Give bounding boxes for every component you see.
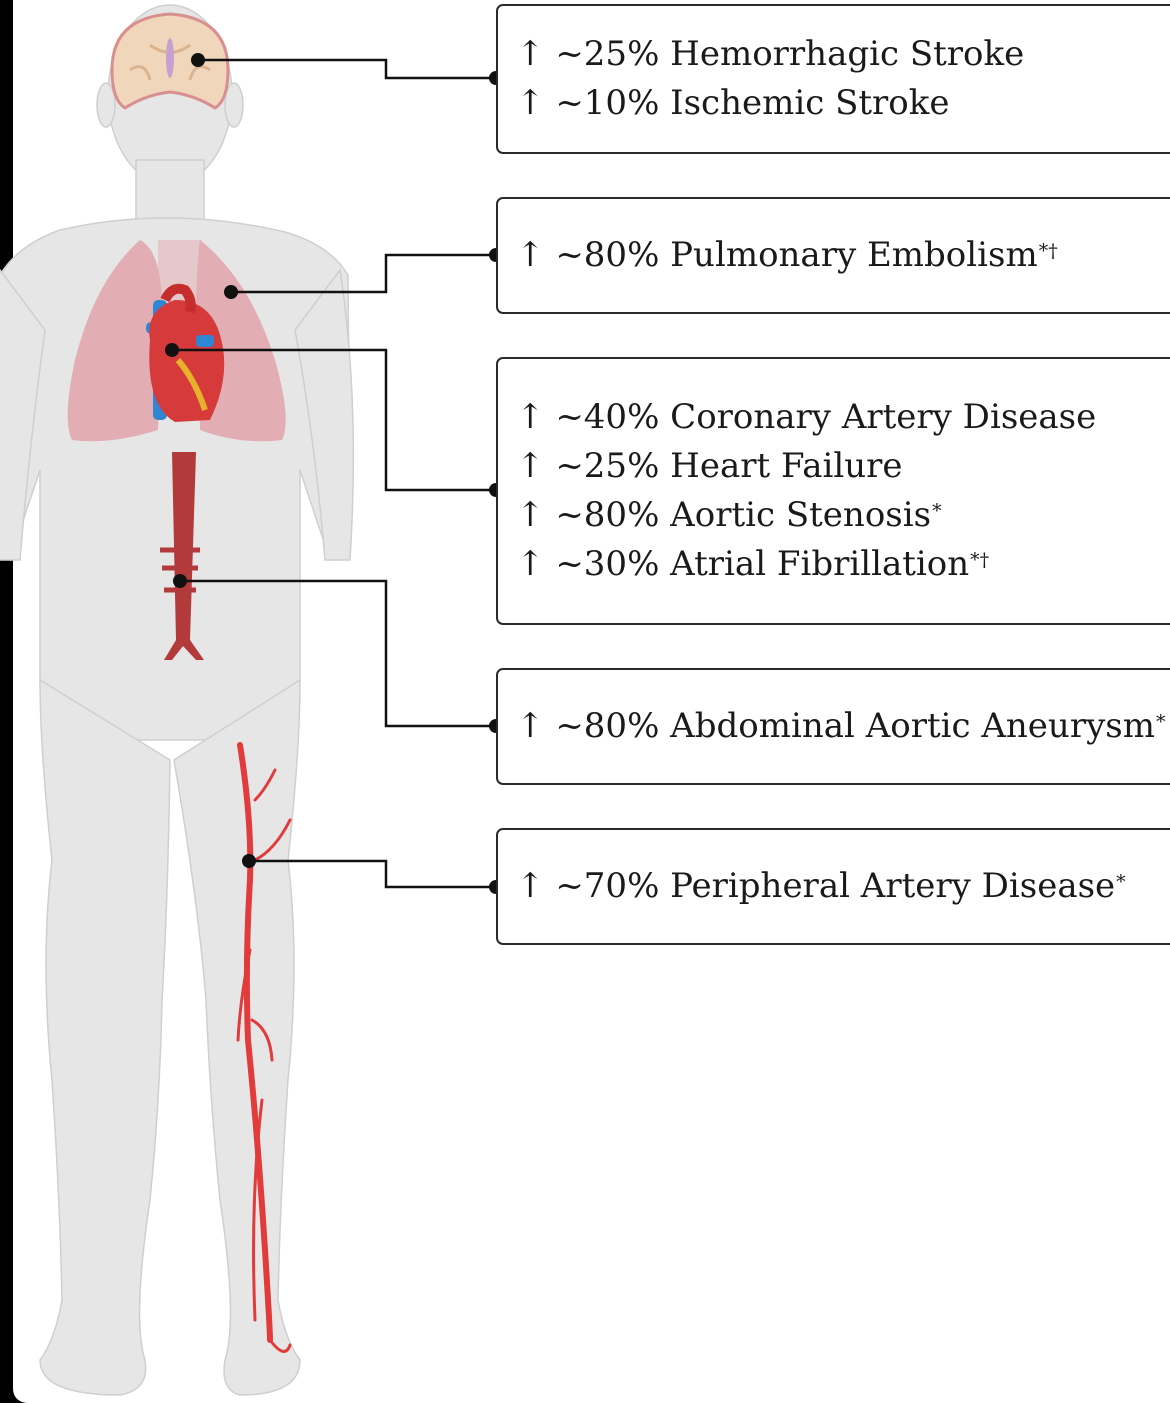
info-line: ↑ ~70% Peripheral Artery Disease* (516, 862, 1170, 911)
info-line: ↑ ~25% Hemorrhagic Stroke (516, 30, 1170, 79)
info-line: ↑ ~25% Heart Failure (516, 442, 1170, 491)
info-line: ↑ ~80% Abdominal Aortic Aneurysm* (516, 702, 1170, 751)
info-line: ↑ ~80% Pulmonary Embolism*† (516, 231, 1170, 280)
info-line: ↑ ~10% Ischemic Stroke (516, 79, 1170, 128)
info-box-lungs: ↑ ~80% Pulmonary Embolism*† (496, 197, 1170, 314)
info-box-heart: ↑ ~40% Coronary Artery Disease ↑ ~25% He… (496, 357, 1170, 625)
info-box-brain: ↑ ~25% Hemorrhagic Stroke ↑ ~10% Ischemi… (496, 4, 1170, 154)
info-line: ↑ ~40% Coronary Artery Disease (516, 393, 1170, 442)
info-box-aorta: ↑ ~80% Abdominal Aortic Aneurysm* (496, 668, 1170, 785)
body-silhouette (0, 5, 353, 1395)
info-line: ↑ ~80% Aortic Stenosis* (516, 491, 1170, 540)
info-box-legs: ↑ ~70% Peripheral Artery Disease* (496, 828, 1170, 945)
info-line: ↑ ~30% Atrial Fibrillation*† (516, 540, 1170, 589)
